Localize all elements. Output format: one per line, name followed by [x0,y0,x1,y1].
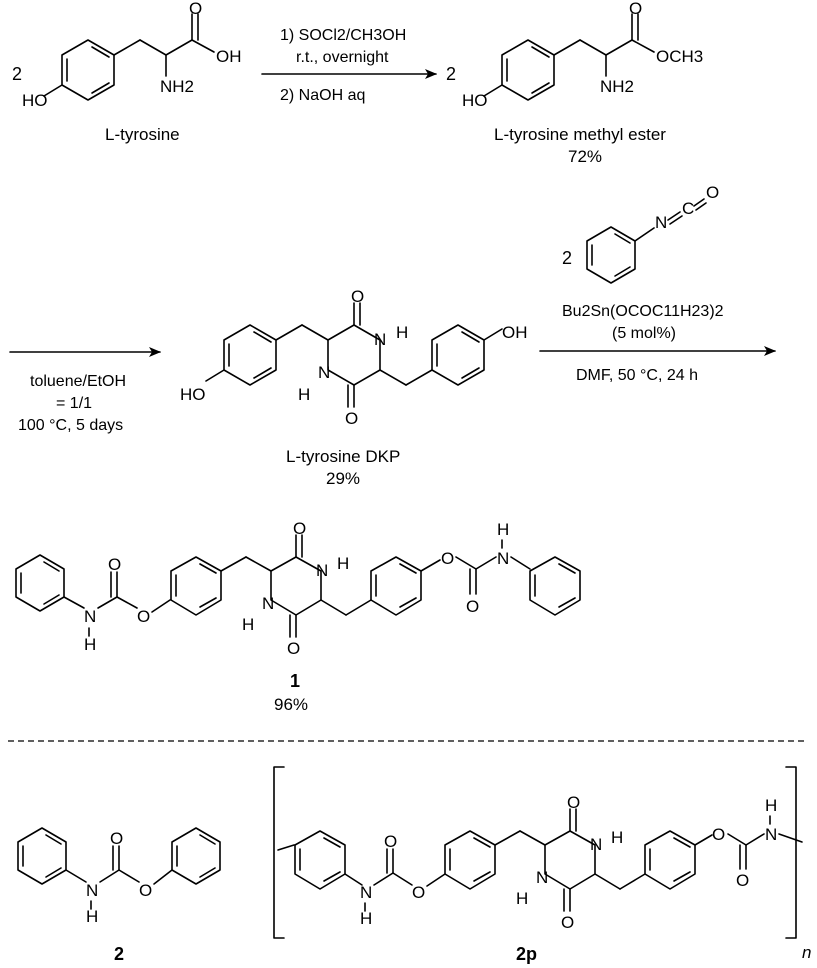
2p-dkp-h-right: H [611,828,623,847]
c1-dkp-top-o: O [293,519,306,538]
ester-name: L-tyrosine methyl ester [494,125,666,144]
2p-left-ester-o: O [412,883,425,902]
step2-arrow: toluene/EtOH = 1/1 100 °C, 5 days [9,347,161,434]
dkp-h-right: H [396,323,408,342]
dkp-n-right: N [374,330,386,349]
c1-dkp-n-left: N [262,594,274,613]
c1-right-nh-n: N [497,549,509,568]
compound-2-label: 2 [114,944,124,964]
c2-nh-n: N [86,881,98,900]
ester-methoxy-label: OCH3 [656,47,703,66]
tyrosine-methyl-ester-structure: 2 HO O OCH3 NH2 L-tyrosine methyl ester … [446,0,703,166]
compound-2-structure: N H O O 2 [17,827,221,964]
c1-dkp-bottom-o: O [287,639,300,658]
step1-arrow: 1) SOCl2/CH3OH r.t., overnight 2) NaOH a… [261,27,437,104]
ester-coefficient: 2 [446,64,456,84]
ester-amine-label: NH2 [600,77,634,96]
c1-left-ester-o: O [137,607,150,626]
c1-dkp-n-right: N [316,561,328,580]
tyrosine-hydroxyl-label: HO [22,91,48,110]
dkp-yield: 29% [326,469,360,488]
dkp-top-o: O [351,287,364,306]
tyrosine-acid-oh: OH [216,47,242,66]
2p-dkp-bottom-o: O [561,913,574,932]
step3-line3: DMF, 50 °C, 24 h [576,367,698,384]
polymer-2p-structure: N H O O O O N H N H O [273,766,811,964]
step1-line3: 2) NaOH aq [280,87,365,104]
c2-ester-o: O [139,881,152,900]
polymer-right-bracket [785,766,797,939]
polymer-left-bracket [273,766,285,939]
step3-line1: Bu2Sn(OCOC11H23)2 [562,303,724,320]
c1-dkp-h-right: H [337,554,349,573]
ester-yield: 72% [568,147,602,166]
step1-line2: r.t., overnight [296,49,389,66]
2p-dkp-n-right: N [590,835,602,854]
step3-line2: (5 mol%) [612,325,676,342]
isocyanate-coefficient: 2 [562,248,572,268]
step2-line3: 100 °C, 5 days [18,417,123,434]
2p-right-carbonyl-o: O [736,871,749,890]
tyrosine-amine-label: NH2 [160,77,194,96]
2p-left-nh-h: H [360,909,372,928]
compound-1-label: 1 [290,671,300,691]
c1-left-nh-h: H [84,635,96,654]
tyrosine-dkp-structure: HO O O N H N H OH L-tyrosine DKP 29% [180,287,528,488]
2p-left-carbonyl-o: O [384,832,397,851]
dkp-name: L-tyrosine DKP [286,447,400,466]
c1-right-carbonyl-o: O [466,597,479,616]
polymer-repeat-n: n [802,943,811,962]
step3-arrow: Bu2Sn(OCOC11H23)2 (5 mol%) DMF, 50 °C, 2… [539,303,776,384]
2p-left-nh-n: N [360,883,372,902]
c2-nh-h: H [86,907,98,926]
2p-right-ester-o: O [712,825,725,844]
l-tyrosine-structure: 2 HO O OH NH2 L-tyrosine [12,0,242,144]
step2-line1: toluene/EtOH [30,373,126,390]
tyrosine-carbonyl-o: O [189,0,202,18]
tyrosine-name: L-tyrosine [105,125,180,144]
dkp-n-left: N [318,363,330,382]
2p-right-nh-h: H [765,796,777,815]
ester-carbonyl-o: O [629,0,642,18]
phenyl-isocyanate-structure: 2 N C O [562,183,719,284]
isocyanate-n: N [655,213,667,232]
dkp-bottom-o: O [345,409,358,428]
dkp-left-hydroxyl: HO [180,385,206,404]
2p-dkp-h-left: H [516,889,528,908]
2p-dkp-top-o: O [567,793,580,812]
2p-right-nh-n: N [765,825,777,844]
compound-1-structure: N H O O O O N H N H O [15,519,581,714]
isocyanate-o: O [706,183,719,202]
tyrosine-coefficient: 2 [12,64,22,84]
dkp-h-left: H [298,385,310,404]
isocyanate-c: C [682,199,694,218]
c1-left-carbonyl-o: O [108,555,121,574]
ester-hydroxyl-label: HO [462,91,488,110]
2p-dkp-n-left: N [536,868,548,887]
c1-dkp-h-left: H [242,615,254,634]
dkp-right-hydroxyl: OH [502,323,528,342]
compound-1-yield: 96% [274,695,308,714]
c1-right-nh-h: H [497,520,509,539]
c1-left-nh-n: N [84,607,96,626]
c2-carbonyl-o: O [110,829,123,848]
step1-line1: 1) SOCl2/CH3OH [280,27,406,44]
c1-right-ester-o: O [441,549,454,568]
polymer-2p-label: 2p [516,944,537,964]
step2-line2: = 1/1 [56,395,92,412]
